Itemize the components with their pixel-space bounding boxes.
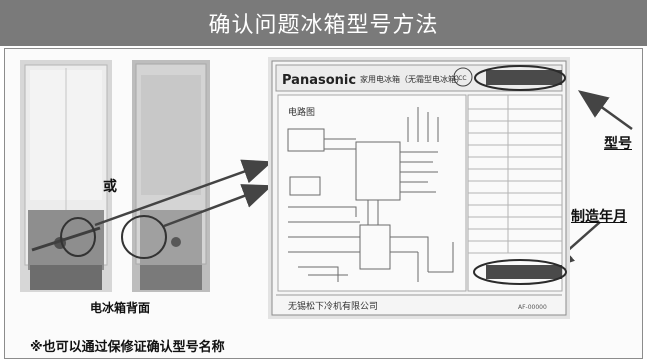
- or-label: 或: [103, 179, 117, 195]
- fridge-back-photo-right: [132, 60, 210, 292]
- pointer-arrow-left: [94, 159, 273, 227]
- pointer-arrow-right: [163, 184, 273, 228]
- footnote-text: ※也可以通过保修证确认型号名称: [30, 340, 225, 355]
- model-highlight-ellipse: [474, 65, 566, 91]
- page-title-text: 确认问题冰箱型号方法: [208, 13, 439, 38]
- model-callout-label: 型号: [604, 136, 632, 152]
- diagram-title-text: 电路图: [288, 106, 315, 118]
- date-highlight-ellipse: [473, 259, 567, 285]
- pointer-arrow-model: [577, 90, 633, 131]
- brand-text: Panasonic: [282, 73, 356, 88]
- ccc-mark-icon: [453, 67, 473, 87]
- ccc-mark-text: CCC: [454, 75, 467, 82]
- manufacturer-text: 无锡松下冷机有限公司: [288, 300, 378, 312]
- fridge-back-caption: 电冰箱背面: [90, 301, 151, 315]
- plate-code-text: AF-00000: [518, 304, 547, 311]
- manufacture-date-area: [486, 265, 562, 279]
- model-number-area: [486, 70, 562, 85]
- product-name-text: 家用电冰箱（无霜型电冰箱）: [360, 74, 464, 84]
- circuit-diagram: [287, 107, 454, 282]
- label-plate: Panasonic 家用电冰箱（无霜型电冰箱） CCC 电路图: [268, 57, 570, 319]
- manufacture-date-callout-label: 制造年月: [571, 209, 627, 225]
- fridge-back-photo-left: [20, 60, 112, 292]
- spec-table-lines: [468, 95, 562, 254]
- page-title: 确认问题冰箱型号方法: [0, 0, 647, 46]
- highlight-ellipse-left: [60, 217, 96, 257]
- highlight-ellipse-right: [121, 215, 167, 259]
